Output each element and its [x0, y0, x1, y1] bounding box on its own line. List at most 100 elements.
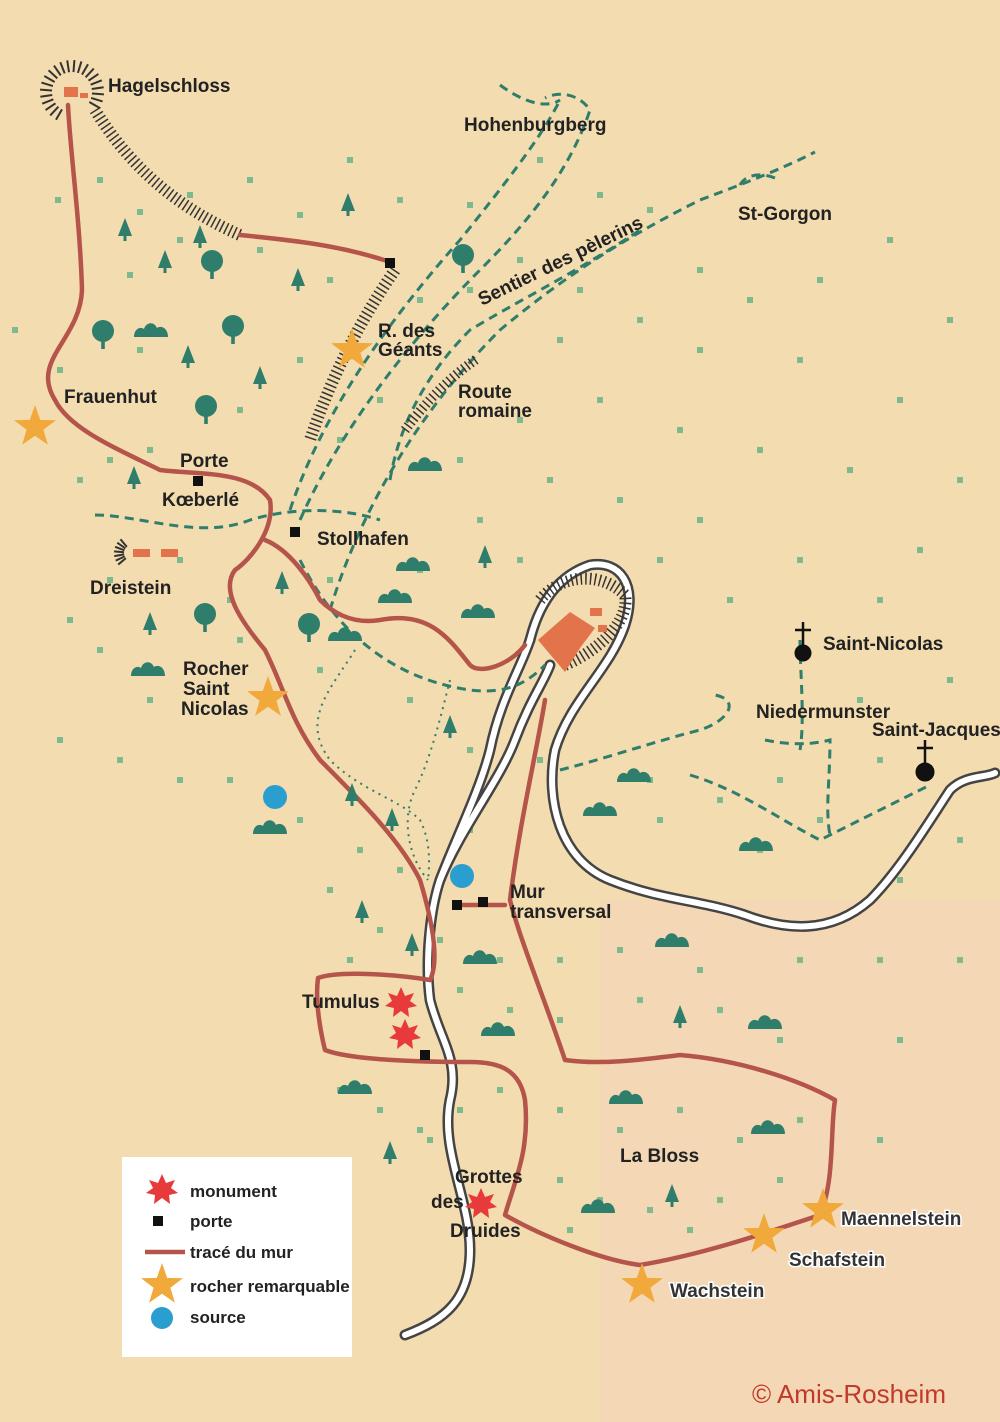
forest-dot	[557, 337, 563, 343]
forest-dot	[377, 927, 383, 933]
label-rocher-des-geants-2: Géants	[378, 340, 442, 361]
legend-label: porte	[190, 1212, 233, 1231]
forest-dot	[717, 1197, 723, 1203]
forest-dot	[637, 317, 643, 323]
forest-dot	[467, 747, 473, 753]
ray-mark	[84, 67, 95, 79]
label-hohenburgberg: Hohenburgberg	[464, 115, 607, 136]
forest-dot	[297, 212, 303, 218]
forest-dot	[617, 1127, 623, 1133]
gate-marker	[478, 897, 488, 907]
ray-mark	[119, 538, 128, 548]
forest-dot	[917, 547, 923, 553]
label-saint-nicolas: Saint-Nicolas	[823, 634, 943, 655]
label-frauenhut: Frauenhut	[64, 387, 158, 408]
gate-marker	[290, 527, 300, 537]
forest-dot	[327, 577, 333, 583]
forest-dot	[757, 447, 763, 453]
forest-dot	[647, 1207, 653, 1213]
forest-dot	[357, 847, 363, 853]
forest-dot	[97, 647, 103, 653]
ray-mark	[115, 555, 126, 562]
forest-dot	[517, 257, 523, 263]
forest-dot	[507, 1007, 513, 1013]
forest-dot	[327, 887, 333, 893]
label-rocher-saint-nicolas-2: Saint	[183, 679, 230, 700]
gate-marker	[193, 476, 203, 486]
buildings	[64, 87, 607, 672]
legend-label: tracé du mur	[190, 1243, 293, 1262]
forest-dot	[737, 1137, 743, 1143]
forest-dot	[617, 947, 623, 953]
ray-mark	[114, 545, 125, 552]
forest-dot	[537, 757, 543, 763]
forest-dot	[537, 157, 543, 163]
forest-dot	[797, 357, 803, 363]
forest-dot	[777, 777, 783, 783]
forest-dot	[427, 1137, 433, 1143]
forest-dot	[717, 797, 723, 803]
dreistein-ruin	[133, 549, 178, 557]
forest-dot	[247, 177, 253, 183]
forest-dot	[847, 467, 853, 473]
chapel-saint-nicolas-icon	[794, 622, 812, 662]
label-niedermunster: Niedermunster	[756, 702, 891, 723]
label-rocher-saint-nicolas-1: Rocher	[183, 659, 249, 680]
forest-dot	[797, 557, 803, 563]
forest-dot	[317, 667, 323, 673]
label-saint-jacques: Saint-Jacques	[872, 720, 1000, 741]
legend-item-rocher: rocher remarquable	[141, 1263, 350, 1303]
forest-dot	[557, 1107, 563, 1113]
legend-item-monument: monument	[146, 1174, 277, 1204]
forest-dot	[957, 957, 963, 963]
forest-dot	[857, 697, 863, 703]
gate-marker	[452, 900, 462, 910]
label-route-romaine-2: romaine	[458, 401, 532, 422]
forest-dot	[557, 1017, 563, 1023]
forest-dot	[717, 1007, 723, 1013]
forest-dot	[457, 1107, 463, 1113]
forest-dot	[657, 817, 663, 823]
forest-dot	[777, 1037, 783, 1043]
ray-mark	[53, 64, 62, 77]
source-marker	[263, 785, 287, 809]
forest-dot	[477, 517, 483, 523]
forest-dot	[557, 1177, 563, 1183]
forest-dot	[947, 677, 953, 683]
forest-dot	[397, 867, 403, 873]
forest-dot	[147, 697, 153, 703]
forest-dot	[227, 777, 233, 783]
forest-dot	[107, 457, 113, 463]
ray-mark	[87, 73, 100, 82]
map-shading	[600, 900, 1000, 1422]
label-tumulus: Tumulus	[302, 992, 380, 1013]
forest-dot	[897, 1037, 903, 1043]
forest-dot	[497, 957, 503, 963]
forest-dot	[417, 297, 423, 303]
forest-dot	[347, 957, 353, 963]
forest-dot	[637, 997, 643, 1003]
ray-mark	[113, 550, 125, 554]
forest-dot	[57, 367, 63, 373]
forest-dot	[107, 577, 113, 583]
ray-mark	[114, 553, 125, 558]
footpath	[316, 649, 451, 881]
forest-dot	[697, 517, 703, 523]
forest-dot	[887, 237, 893, 243]
ruin-rays	[40, 60, 128, 566]
hagelschloss-ruin	[64, 87, 88, 98]
label-mur-transversal-2: transversal	[510, 902, 611, 923]
legend-label: rocher remarquable	[190, 1277, 350, 1296]
legend-item-porte: porte	[153, 1212, 233, 1231]
ray-mark	[76, 61, 83, 74]
label-grottes-des-druides-2: des	[431, 1192, 464, 1213]
forest-dot	[347, 157, 353, 163]
forest-dot	[457, 457, 463, 463]
forest-dot	[697, 347, 703, 353]
forest-dot	[297, 817, 303, 823]
ray-mark	[40, 88, 53, 92]
legend-label: monument	[190, 1182, 277, 1201]
ray-mark	[66, 60, 71, 73]
forest-dot	[237, 637, 243, 643]
gate-marker	[420, 1050, 430, 1060]
